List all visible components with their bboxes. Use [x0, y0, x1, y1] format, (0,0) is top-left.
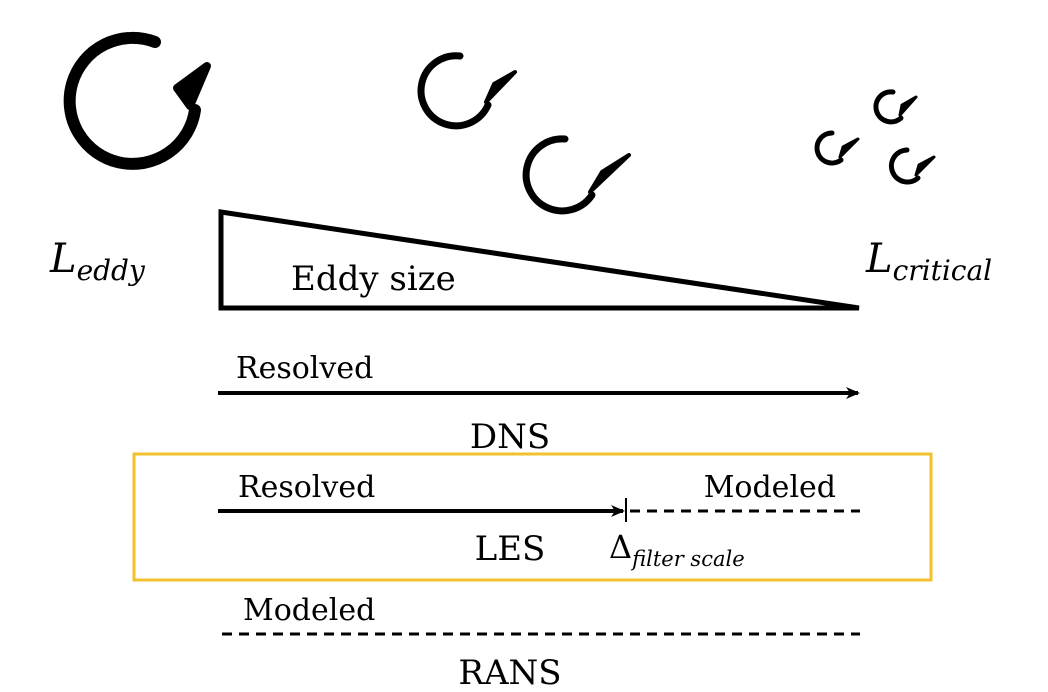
dns-resolved-label: Resolved: [236, 351, 373, 386]
small-eddy-icon: [814, 130, 860, 166]
les-highlight-box: [132, 452, 933, 582]
filter-scale-sub: filter scale: [630, 547, 745, 571]
l-eddy-sub: eddy: [77, 254, 146, 287]
rans-modeled-label: Modeled: [243, 593, 375, 628]
delta-symbol: Δ: [609, 528, 632, 566]
filter-scale-label: Δfilter scale: [609, 528, 745, 571]
les-modeled-label: Modeled: [704, 470, 836, 505]
eddy-size-label: Eddy size: [291, 259, 456, 299]
eddy-size-wedge: [218, 209, 860, 311]
l-critical-sub: critical: [893, 254, 993, 287]
rans-label: RANS: [458, 653, 561, 692]
dns-label: DNS: [470, 417, 550, 457]
medium-eddy-icon: [522, 135, 631, 215]
medium-eddy-icon: [417, 52, 517, 130]
l-eddy-main: L: [49, 236, 77, 282]
les-resolved-label: Resolved: [238, 470, 375, 505]
les-label: LES: [475, 529, 546, 569]
small-eddy-icon: [888, 147, 936, 185]
l-critical-main: L: [865, 236, 893, 282]
l-eddy-label: Leddy: [49, 236, 146, 287]
l-critical-label: Lcritical: [865, 236, 992, 287]
large-eddy-icon: [63, 31, 211, 170]
small-eddy-icon: [873, 89, 918, 125]
